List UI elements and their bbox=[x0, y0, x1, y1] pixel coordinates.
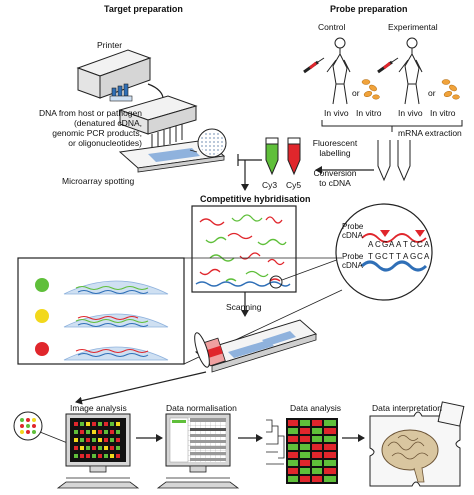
printer bbox=[76, 49, 152, 102]
top-seq-6: C bbox=[410, 240, 416, 249]
dna-source-line-2: (denatured cDNA, bbox=[73, 118, 142, 128]
to-image-analysis-arrow bbox=[75, 371, 207, 405]
control-syringe bbox=[303, 57, 325, 74]
top-seq-3: A bbox=[389, 240, 395, 249]
spot-profiles bbox=[63, 280, 169, 361]
experimental-figure bbox=[398, 37, 423, 105]
mrna-extraction-label: mRNA extraction bbox=[398, 128, 462, 138]
top-seq-4: A bbox=[396, 240, 402, 249]
marker-triangle-2 bbox=[415, 230, 425, 237]
image-zoom-spots bbox=[20, 418, 36, 434]
data-normalisation-label: Data normalisation bbox=[166, 403, 237, 413]
spotting-slide bbox=[118, 139, 226, 173]
competitive-hybridisation-header: Competitive hybridisation bbox=[200, 194, 311, 204]
top-seq-1: C bbox=[375, 240, 381, 249]
data-analysis-label: Data analysis bbox=[290, 403, 342, 413]
target-preparation-header: Target preparation bbox=[104, 4, 183, 14]
green-spot bbox=[35, 278, 49, 292]
control-bacteria bbox=[361, 79, 380, 100]
dna-source-line-4: or oligonucleotides) bbox=[68, 138, 142, 148]
bottom-seq-2: C bbox=[382, 252, 388, 261]
in-vitro-label-2: In vitro bbox=[430, 108, 456, 118]
extraction-bracket bbox=[321, 120, 463, 132]
in-vivo-label-1: In vivo bbox=[324, 108, 349, 118]
printer-label: Printer bbox=[97, 40, 123, 50]
bottom-seq-6: G bbox=[410, 252, 417, 261]
image-analysis-label: Image analysis bbox=[70, 403, 127, 413]
bottom-seq-0: T bbox=[368, 252, 373, 261]
or-label-2: or bbox=[428, 88, 436, 98]
fluorescent-labelling-line-2: labelling bbox=[319, 148, 351, 158]
top-seq-2: G bbox=[382, 240, 389, 249]
data-interpretation-label: Data interpretation bbox=[372, 403, 442, 413]
spotting-head bbox=[118, 95, 198, 150]
monitor-data-normalisation bbox=[156, 413, 240, 489]
image-zoom-line bbox=[39, 431, 71, 445]
hybridisation-strands bbox=[199, 214, 287, 278]
red-spot bbox=[35, 342, 49, 356]
top-seq-5: T bbox=[403, 240, 408, 249]
yellow-spot bbox=[35, 309, 49, 323]
probe-cdna-2-line-1: Probe bbox=[342, 252, 364, 261]
probe-cdna-1-line-1: Probe bbox=[342, 222, 364, 231]
probe-cdna-1-line-2: cDNA bbox=[342, 231, 363, 240]
microarray-spotting-label: Microarray spotting bbox=[62, 176, 135, 186]
bottom-seq-1: G bbox=[375, 252, 382, 261]
cdna-tubes bbox=[377, 140, 411, 182]
fluorescent-labelling-line-1: Fluorescent bbox=[312, 138, 358, 148]
cy5-label: Cy5 bbox=[286, 180, 302, 190]
interpretation-puzzle bbox=[369, 401, 465, 487]
spot-pattern bbox=[200, 131, 224, 155]
experimental-bacteria bbox=[441, 79, 460, 100]
in-vitro-label-1: In vitro bbox=[356, 108, 382, 118]
bottom-seq-7: C bbox=[417, 252, 423, 261]
control-figure bbox=[326, 37, 351, 105]
top-seq-0: A bbox=[368, 240, 374, 249]
scanner bbox=[194, 319, 318, 373]
monitor-image-analysis bbox=[56, 413, 140, 489]
hybrid-zoom-circle bbox=[335, 203, 433, 301]
merge-arrows bbox=[237, 154, 262, 191]
zoom-line bbox=[281, 257, 343, 281]
in-vivo-label-2: In vivo bbox=[398, 108, 423, 118]
top-seq-8: A bbox=[424, 240, 430, 249]
conversion-line-2: to cDNA bbox=[319, 178, 351, 188]
control-label: Control bbox=[318, 22, 346, 32]
marker-triangle-1 bbox=[380, 230, 390, 237]
cy3-label: Cy3 bbox=[262, 180, 278, 190]
scanning-label: Scanning bbox=[226, 302, 262, 312]
zoom-circle-small bbox=[269, 275, 283, 289]
heatmap-dendrogram bbox=[266, 419, 285, 465]
experimental-label: Experimental bbox=[388, 22, 438, 32]
probe-cdna-2-line-2: cDNA bbox=[342, 261, 363, 270]
probe-preparation-header: Probe preparation bbox=[330, 4, 408, 14]
bottom-seq-3: T bbox=[389, 252, 394, 261]
experimental-syringe bbox=[377, 57, 399, 74]
hybrid-zoom-strands bbox=[360, 233, 428, 272]
dna-source-line-1: DNA from host or pathogen bbox=[38, 108, 142, 118]
dye-tubes bbox=[265, 137, 301, 176]
dna-source-line-3: genomic PCR products, bbox=[52, 128, 142, 138]
heatmap bbox=[286, 418, 338, 484]
bottom-seq-8: A bbox=[424, 252, 430, 261]
conversion-line-1: Conversion bbox=[313, 168, 357, 178]
bottom-seq-4: T bbox=[396, 252, 401, 261]
or-label-1: or bbox=[352, 88, 360, 98]
top-seq-7: C bbox=[417, 240, 423, 249]
bottom-seq-5: A bbox=[403, 252, 409, 261]
hybridisation-surface bbox=[195, 278, 291, 287]
